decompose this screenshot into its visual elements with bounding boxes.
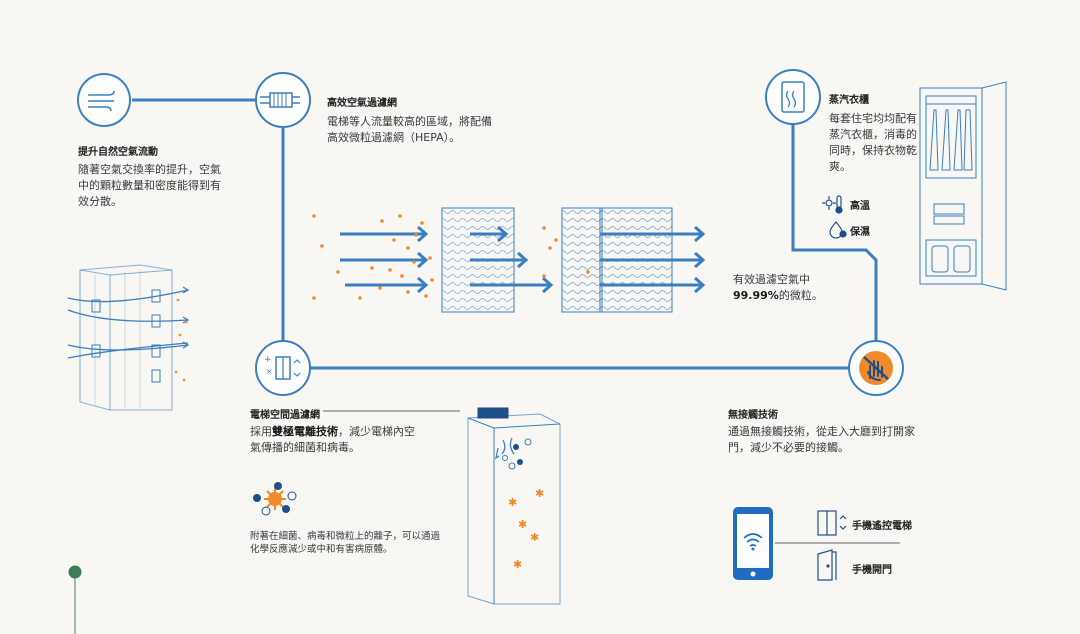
timeline-dot [68,565,82,579]
svg-text:×: × [266,367,273,376]
high-temp-icon [822,195,843,214]
remote-elevator-label: 手機遙控電梯 [852,521,912,532]
door-icon [817,549,837,581]
touchless-title: 無接觸技術 [728,410,778,421]
elevator-illustration [467,407,561,605]
touchless-body: 通過無接觸技術，從走入大廳到打開家門，減少不必要的接觸。 [728,425,915,454]
svg-text:✱: ✱ [508,496,517,509]
keep-warm-label: 保濕 [850,227,870,238]
hepa-title: 高效空氣過濾網 [327,98,397,109]
svg-text:✱: ✱ [513,558,522,571]
elevator-title: 電梯空間過濾網 [250,410,320,421]
wind-icon [77,73,131,127]
elevator-body: 採用雙極電離技術，減少電梯內空氣傳播的細菌和病毒。 [250,424,422,456]
hepa-filter-illustration [312,207,706,313]
elevator-body-prefix: 採用 [250,425,272,438]
svg-text:+: + [264,355,272,365]
building-airflow-illustration [67,264,190,411]
filter-result: 有效過濾空氣中 99.99%的微粒。 [733,272,853,304]
filter-result-line1: 有效過濾空氣中 [733,273,810,286]
phone-icon [733,507,773,580]
flow-body: 隨著空氣交換率的提升，空氣中的顆粒數量和密度能得到有效分散。 [78,163,221,208]
water-drop-icon [829,221,847,239]
ion-virus-icon [253,482,297,516]
svg-text:✱: ✱ [535,487,544,500]
remote-elevator-icon [817,510,847,536]
hepa-body: 電梯等人流量較高的區域，將配備高效微粒過濾網（HEPA）。 [327,115,492,144]
flow-title: 提升自然空氣流動 [78,147,158,158]
svg-text:✱: ✱ [518,518,527,531]
orange-virus-marks: ✱ ✱ ✱ ✱ ✱ [508,487,544,571]
elevator-body-bold: 雙極電離技術 [272,425,338,438]
steam-closet-icon [765,69,821,125]
svg-text:✱: ✱ [530,531,539,544]
connector-lines [132,98,878,370]
steam-closet-illustration [919,81,1007,291]
elevator-body-suffix: ，減少電梯內空氣傳播的細菌和病毒。 [250,425,415,454]
filter-result-line2: 99.99%的微粒。 [733,288,853,304]
no-touch-icon [848,340,904,396]
elevator-ion-icon: + × [255,340,311,396]
steam-body: 每套住宅均均配有蒸汽衣櫃，消毒的同時，保持衣物乾爽。 [829,112,917,173]
orange-particles-small [174,298,188,382]
elevator-ions [502,438,532,470]
hepa-filter-icon [255,72,311,128]
steam-title: 蒸汽衣櫃 [829,95,869,106]
ion-note: 附著在細菌、病毒和微粒上的離子，可以通過化學反應減少或中和有害病原體。 [250,531,441,555]
high-temp-label: 高溫 [850,201,870,212]
filter-percent: 99.99% [733,289,779,302]
filter-suffix: 的微粒。 [778,289,823,302]
door-label: 手機開門 [852,565,892,576]
